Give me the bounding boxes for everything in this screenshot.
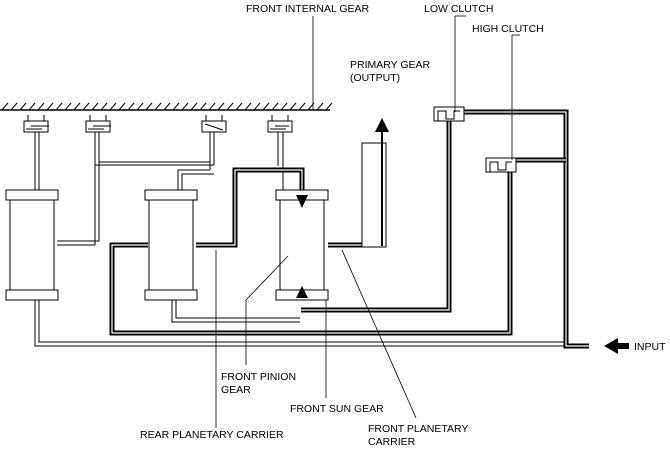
label-primary-gear: PRIMARY GEAR	[350, 59, 431, 71]
case-hatch-line	[208, 102, 216, 111]
arrow-down-front-internal	[296, 195, 308, 208]
case-hatch-line	[163, 102, 171, 111]
label-front-planetary-carrier: CARRIER	[368, 436, 416, 448]
case-hatch-line	[100, 102, 108, 111]
flow-arrows	[296, 118, 629, 354]
case-hatch-line	[253, 102, 261, 111]
rear-planetary-drum	[5, 189, 59, 301]
case-hatch-line	[325, 102, 333, 111]
case-hatch-line	[298, 102, 306, 111]
label-rear-planetary-carrier: REAR PLANETARY CARRIER	[140, 429, 284, 441]
label-low-clutch: LOW CLUTCH	[424, 3, 493, 15]
case-hatch-line	[190, 102, 198, 111]
case-hatch-line	[109, 102, 117, 111]
brake-2	[85, 115, 111, 165]
label-primary-gear-output: (OUTPUT)	[350, 72, 400, 84]
case-hatch-line	[145, 102, 153, 111]
arrow-up-primary-gear	[375, 118, 389, 132]
middle-planetary-drum	[144, 189, 198, 301]
high-clutch	[485, 157, 517, 173]
power-flow-path	[109, 109, 589, 349]
case-hatch-line	[244, 102, 252, 111]
case-hatch-line	[271, 102, 279, 111]
case-hatch-line	[73, 102, 81, 111]
case-hatch-line	[1, 102, 9, 111]
case-hatch-line	[280, 102, 288, 111]
case-hatch-line	[46, 102, 54, 111]
label-front-pinion-gear: GEAR	[221, 384, 251, 396]
low-clutch	[433, 106, 465, 122]
case-hatch-line	[55, 102, 63, 111]
case-hatch-line	[154, 102, 162, 111]
input-arrow-icon	[604, 338, 618, 354]
one-way-clutch	[201, 115, 227, 170]
case-hatch-line	[28, 102, 36, 111]
case-hatch-line	[136, 102, 144, 111]
case-hatch-line	[91, 102, 99, 111]
case-hatch-line	[199, 102, 207, 111]
case-hatch-line	[217, 102, 225, 111]
labels: FRONT INTERNAL GEAR LOW CLUTCH HIGH CLUT…	[140, 3, 666, 448]
label-front-pinion: FRONT PINION	[221, 371, 296, 383]
case-hatch-line	[262, 102, 270, 111]
arrow-up-front-sun	[296, 286, 308, 298]
case-hatch-line	[181, 102, 189, 111]
label-input: INPUT	[634, 341, 666, 353]
label-front-sun-gear: FRONT SUN GEAR	[290, 403, 384, 415]
case-hatch-line	[226, 102, 234, 111]
case-hatch-line	[235, 102, 243, 111]
case-hatch-line	[316, 102, 324, 111]
case-hatch-line	[64, 102, 72, 111]
case-hatch-line	[19, 102, 27, 111]
case-hatch-line	[82, 102, 90, 111]
case-hatch-line	[172, 102, 180, 111]
label-high-clutch: HIGH CLUTCH	[472, 23, 544, 35]
leader-lines	[215, 15, 520, 428]
thin-shafts	[34, 16, 568, 347]
case-hatch-line	[10, 102, 18, 111]
case-hatch-line	[118, 102, 126, 111]
brake-3	[267, 115, 293, 170]
label-front-internal-gear: FRONT INTERNAL GEAR	[246, 3, 370, 15]
transmission-case	[0, 102, 333, 111]
label-front-planetary: FRONT PLANETARY	[368, 423, 468, 435]
brake-1	[23, 115, 49, 190]
case-hatch-line	[37, 102, 45, 111]
case-hatch-line	[289, 102, 297, 111]
case-brakes	[23, 115, 293, 190]
case-hatch-line	[127, 102, 135, 111]
